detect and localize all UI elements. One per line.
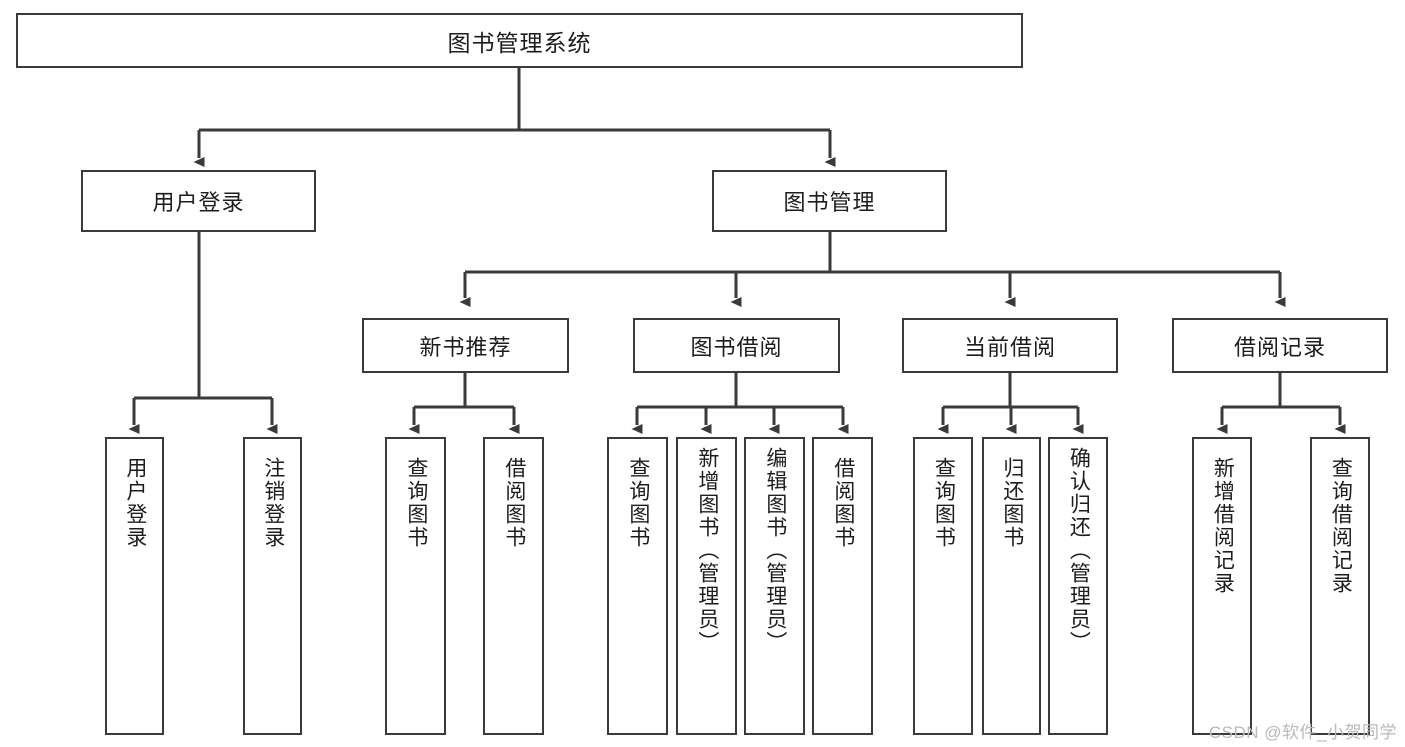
node-user-login[interactable]: 用户登录 [81,170,316,232]
leaf-book-borrow-add-label: 新增图书（管理员） [695,447,719,654]
leaf-book-borrow-edit[interactable]: 编辑图书（管理员） [744,437,805,735]
node-book-management[interactable]: 图书管理 [712,170,947,232]
leaf-user-login-login-label: 用户登录 [123,457,147,549]
leaf-new-book-query-label: 查询图书 [404,457,428,549]
leaf-book-borrow-borrow-label: 借阅图书 [831,457,855,549]
leaf-borrow-record-query-label: 查询借阅记录 [1329,457,1353,595]
leaf-new-book-borrow-label: 借阅图书 [502,457,526,549]
leaf-current-borrow-confirm-label: 确认归还（管理员） [1067,447,1091,654]
leaf-book-borrow-query-label: 查询图书 [626,457,650,549]
node-current-borrow-label: 当前借阅 [963,334,1056,360]
leaf-borrow-record-add[interactable]: 新增借阅记录 [1192,437,1252,735]
node-new-book-recommend-label: 新书推荐 [419,334,512,360]
leaf-current-borrow-query[interactable]: 查询图书 [913,437,973,735]
node-root-system[interactable]: 图书管理系统 [16,13,1023,68]
node-book-management-label: 图书管理 [783,190,876,215]
leaf-current-borrow-return[interactable]: 归还图书 [982,437,1041,735]
leaf-book-borrow-borrow[interactable]: 借阅图书 [812,437,873,735]
node-user-login-label: 用户登录 [152,190,245,215]
node-borrow-record-label: 借阅记录 [1233,334,1326,360]
node-new-book-recommend[interactable]: 新书推荐 [362,318,569,373]
leaf-borrow-record-query[interactable]: 查询借阅记录 [1310,437,1370,735]
leaf-user-login-logout[interactable]: 注销登录 [243,437,302,735]
watermark-csdn: CSDN @软件_小贺同学 [1208,723,1397,742]
node-current-borrow[interactable]: 当前借阅 [902,318,1118,373]
leaf-book-borrow-query[interactable]: 查询图书 [607,437,668,735]
leaf-borrow-record-add-label: 新增借阅记录 [1211,457,1235,595]
leaf-user-login-login[interactable]: 用户登录 [105,437,164,735]
leaf-new-book-borrow[interactable]: 借阅图书 [483,437,544,735]
node-borrow-record[interactable]: 借阅记录 [1172,318,1388,373]
leaf-book-borrow-edit-label: 编辑图书（管理员） [763,447,787,654]
node-book-borrow-label: 图书借阅 [690,334,783,360]
leaf-current-borrow-return-label: 归还图书 [1000,457,1024,549]
leaf-current-borrow-confirm[interactable]: 确认归还（管理员） [1048,437,1108,735]
leaf-current-borrow-query-label: 查询图书 [932,457,956,549]
leaf-book-borrow-add[interactable]: 新增图书（管理员） [676,437,737,735]
node-root-system-label: 图书管理系统 [447,29,592,56]
node-book-borrow[interactable]: 图书借阅 [633,318,840,373]
leaf-user-login-logout-label: 注销登录 [261,457,285,549]
leaf-new-book-query[interactable]: 查询图书 [385,437,446,735]
